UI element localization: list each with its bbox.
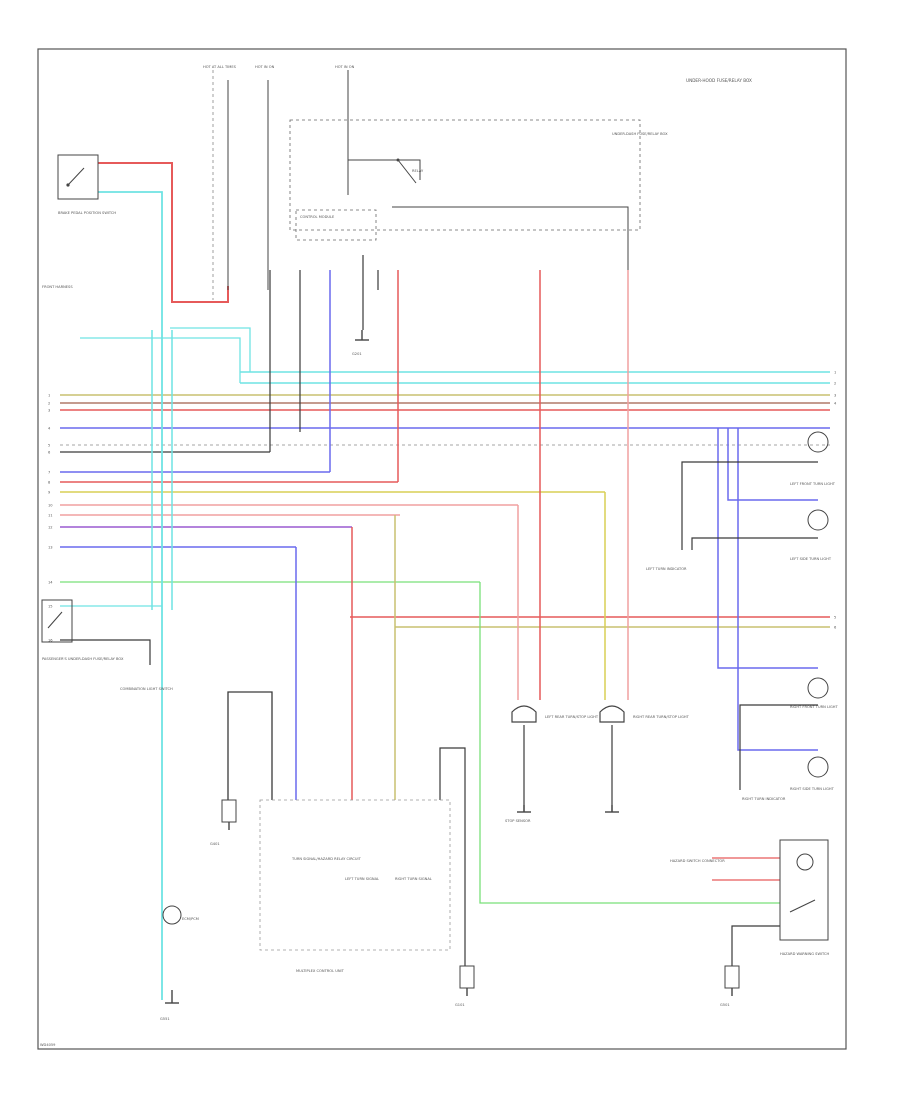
- lamp-right-rear: [599, 705, 625, 723]
- left-pin-label: 7: [48, 471, 50, 475]
- left-pin-label: 11: [48, 514, 53, 518]
- right-pin-label: 4: [834, 402, 837, 406]
- diagram-frame: [37, 48, 847, 1050]
- right-pin-label: 2: [834, 382, 836, 386]
- left-pin-label: 4: [48, 427, 51, 431]
- wire-green-hazard: [479, 582, 780, 904]
- wire-black-right3: [739, 704, 818, 790]
- left-pin-label: 8: [48, 481, 51, 485]
- label-fuse-b: HOT IN ON: [255, 65, 275, 69]
- left-pin-label: 12: [48, 526, 53, 530]
- label-ground-d: G501: [720, 1003, 730, 1007]
- hazard-switch: [779, 839, 829, 941]
- wire-black-right1: [681, 461, 818, 550]
- label-passenger-dash: PASSENGER'S UNDER-DASH FUSE/RELAY BOX: [42, 657, 124, 661]
- label-mcu-left: LEFT TURN SIGNAL: [345, 877, 379, 881]
- label-underhood-box: UNDER-HOOD FUSE/RELAY BOX: [686, 78, 752, 83]
- label-brake-pedal-switch: BRAKE PEDAL POSITION SWITCH: [58, 211, 116, 215]
- wire-blue-right2: [727, 428, 818, 501]
- label-combination: COMBINATION LIGHT SWITCH: [120, 687, 173, 691]
- right-connector-pins: 1 2 3 4 5 6: [834, 371, 837, 630]
- wire-black-hz: [731, 925, 780, 966]
- ground-symbol: [459, 965, 475, 996]
- wire-relay-feed: [348, 159, 421, 180]
- ground-symbol: [605, 805, 619, 813]
- label-left-turn-indicator: LEFT TURN INDICATOR: [646, 567, 687, 571]
- ground-symbol: [221, 799, 237, 830]
- wire-red-brake: [98, 162, 229, 303]
- wire-blue-right3: [737, 428, 818, 751]
- label-control-module: CONTROL MODULE: [300, 215, 335, 219]
- wire-black-right2: [691, 537, 818, 550]
- underhood-box-outline: [289, 119, 641, 231]
- label-hazard-switch: HAZARD WARNING SWITCH: [780, 952, 830, 956]
- relay-switch: [396, 158, 417, 184]
- left-pin-label: 14: [48, 581, 53, 585]
- wire-black-ecm: [439, 747, 466, 966]
- label-hazard-connector: HAZARD SWITCH CONNECTOR: [670, 859, 725, 863]
- label-dash-box: UNDER-DASH FUSE/RELAY BOX: [612, 132, 668, 136]
- wire-blue-right1: [717, 428, 818, 669]
- label-front-harness: FRONT HARNESS: [42, 285, 73, 289]
- label-stop-sensor: STOP SENSOR: [505, 819, 531, 823]
- label-multiplex: TURN SIGNAL/HAZARD RELAY CIRCUIT: [291, 857, 362, 861]
- label-right-front-turn: RIGHT FRONT TURN LIGHT: [790, 705, 839, 709]
- bus-wires: [60, 371, 830, 628]
- right-pin-label: 1: [834, 371, 836, 375]
- grounds: [165, 330, 740, 1004]
- multiplex-control-unit: [259, 799, 451, 951]
- ground-symbol: [355, 330, 369, 341]
- label-right-side-turn: RIGHT SIDE TURN LIGHT: [790, 787, 835, 791]
- right-pin-label: 5: [834, 616, 836, 620]
- lamp-indicator-left: [162, 905, 182, 925]
- label-ecm: ECM/PCM: [182, 917, 199, 921]
- label-relay: RELAY: [412, 169, 424, 173]
- wire-cyan-brake: [98, 191, 163, 1000]
- label-left-rear-turn: LEFT REAR TURN/STOP LIGHT: [545, 715, 599, 719]
- left-pin-label: 15: [48, 605, 53, 609]
- page-code: WD4059: [40, 1043, 56, 1047]
- left-pin-label: 3: [48, 409, 50, 413]
- label-multiplex-sub: MULTIPLEX CONTROL UNIT: [296, 969, 345, 973]
- label-left-side-turn: LEFT SIDE TURN LIGHT: [790, 557, 832, 561]
- left-pin-label: 2: [48, 402, 50, 406]
- left-pin-label: 5: [48, 444, 50, 448]
- left-pin-label: 10: [48, 504, 53, 508]
- left-pin-label: 16: [48, 639, 53, 643]
- brake-pedal-switch: [57, 154, 99, 200]
- right-pin-label: 6: [834, 626, 837, 630]
- label-ground-b: G401: [210, 842, 220, 846]
- ground-symbol: [517, 805, 531, 813]
- label-ground-c: G101: [455, 1003, 465, 1007]
- vertical-wires: [60, 70, 818, 1000]
- ground-symbol: [165, 990, 179, 1004]
- wire-cyan-route2: [170, 327, 251, 372]
- label-fuse-c: HOT IN ON: [335, 65, 355, 69]
- label-ground-a: G201: [352, 352, 362, 356]
- left-pin-label: 6: [48, 451, 51, 455]
- label-ground-e: G551: [160, 1017, 170, 1021]
- wire-relay-out: [392, 206, 629, 270]
- ground-symbol: [724, 965, 740, 996]
- stop-sensor-box: [41, 599, 73, 643]
- label-left-front-turn: LEFT FRONT TURN LIGHT: [790, 482, 836, 486]
- label-fuse-a: HOT AT ALL TIMES: [203, 65, 237, 69]
- label-mcu-right: RIGHT TURN SIGNAL: [395, 877, 432, 881]
- right-pin-label: 3: [834, 394, 836, 398]
- lamp-left-rear: [511, 705, 537, 723]
- wire-black-mcu: [227, 691, 273, 800]
- left-pin-label: 13: [48, 546, 53, 550]
- wire-cyan-route: [80, 337, 241, 383]
- control-module-box: [295, 209, 377, 241]
- lamp-right-side: [807, 431, 829, 778]
- left-pin-label: 1: [48, 394, 50, 398]
- label-right-turn-indicator: RIGHT TURN INDICATOR: [742, 797, 786, 801]
- left-pin-label: 9: [48, 491, 51, 495]
- wire-black-left: [60, 639, 151, 665]
- label-right-rear-turn: RIGHT REAR TURN/STOP LIGHT: [633, 715, 690, 719]
